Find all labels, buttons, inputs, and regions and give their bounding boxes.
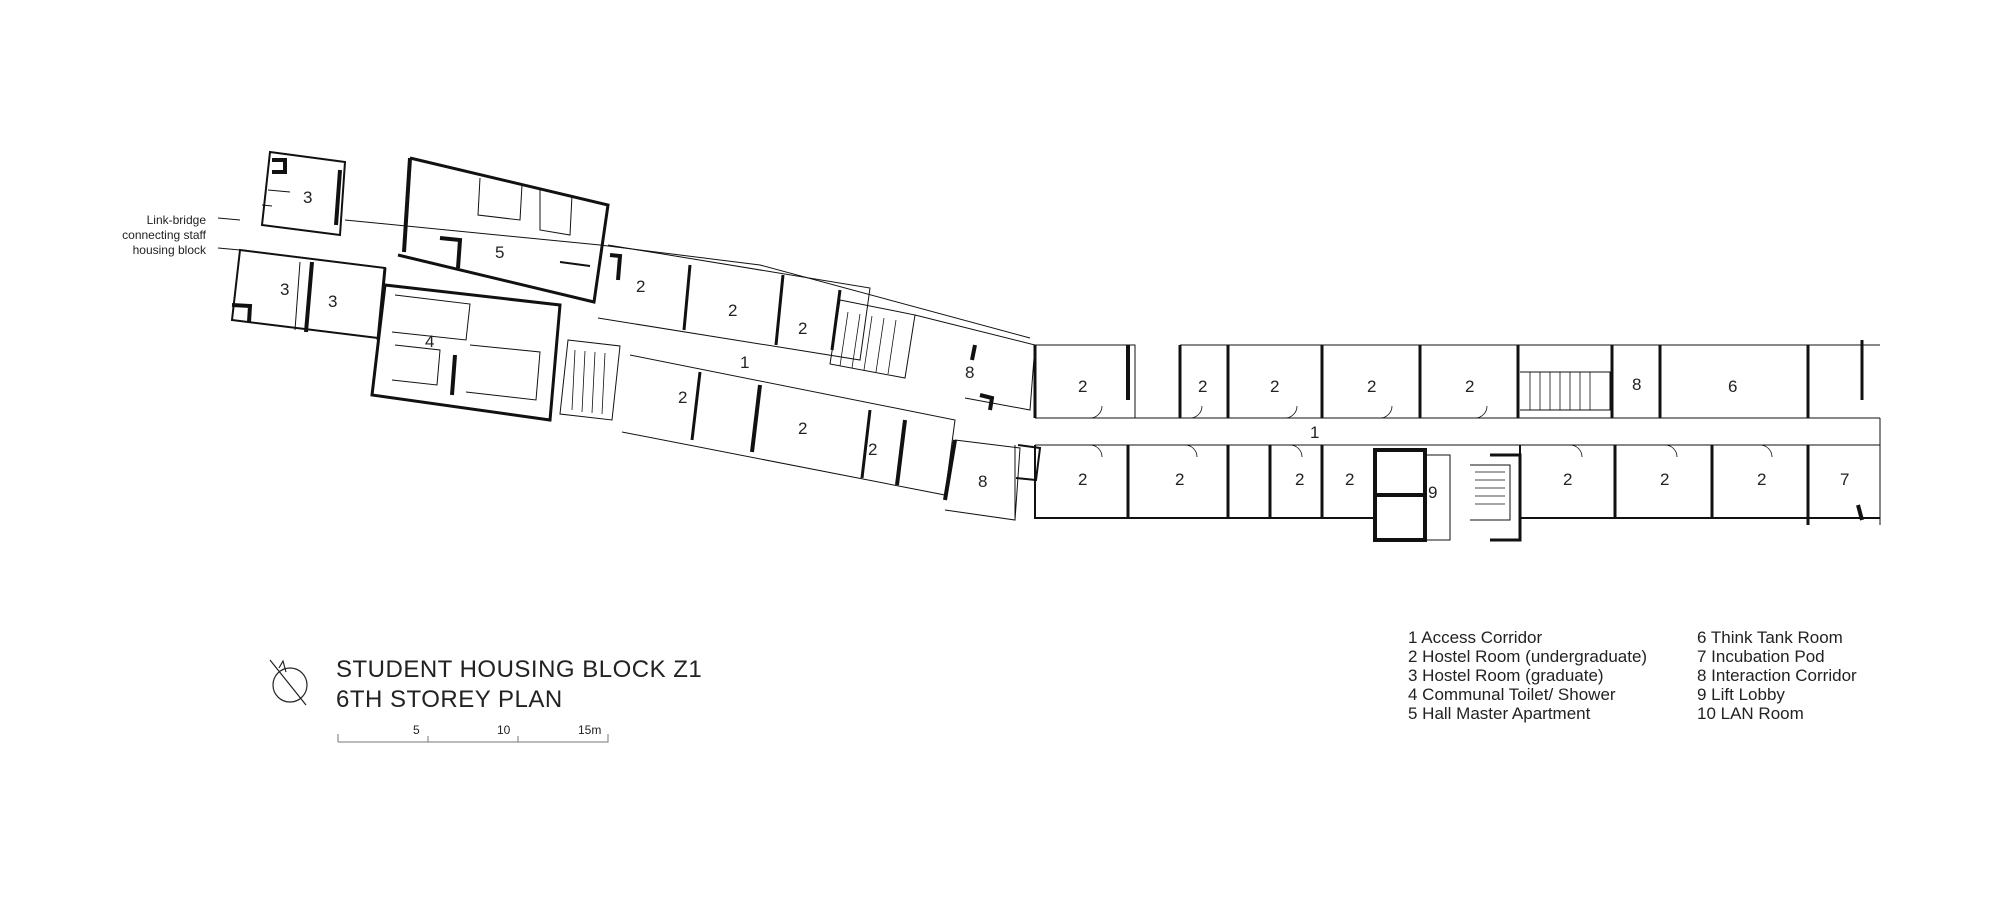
tag-2-m4: 2 [678, 388, 687, 407]
tag-2-s4: 2 [1345, 470, 1354, 489]
tag-1-m: 1 [740, 353, 749, 372]
legend-item-5: 5 Hall Master Apartment [1408, 704, 1591, 723]
legend-item-8: 8 Interaction Corridor [1697, 666, 1857, 685]
tag-4: 4 [425, 332, 434, 351]
tag-2-e4: 2 [1367, 377, 1376, 396]
tag-2-e3: 2 [1270, 377, 1279, 396]
tag-2-m3: 2 [798, 319, 807, 338]
tag-3-c: 3 [328, 292, 337, 311]
legend-item-10: 10 LAN Room [1697, 704, 1804, 723]
tag-8-c: 8 [1632, 375, 1641, 394]
tag-2-e2: 2 [1198, 377, 1207, 396]
tag-2-s3: 2 [1295, 470, 1304, 489]
legend-item-3: 3 Hostel Room (graduate) [1408, 666, 1604, 685]
scale-label-10: 10 [497, 723, 511, 737]
scale-label-15m: 15m [578, 723, 602, 737]
tag-2-m2: 2 [728, 301, 737, 320]
tag-2-s7: 2 [1757, 470, 1766, 489]
link-note-line-1: Link-bridge [146, 213, 206, 227]
legend-item-1: 1 Access Corridor [1408, 628, 1543, 647]
legend-item-7: 7 Incubation Pod [1697, 647, 1825, 666]
legend-item-4: 4 Communal Toilet/ Shower [1408, 685, 1616, 704]
tag-8-a: 8 [965, 363, 974, 382]
tag-2-m1: 2 [636, 277, 645, 296]
tag-2-s2: 2 [1175, 470, 1184, 489]
tag-3-b: 3 [280, 280, 289, 299]
communal-toilet-block [370, 283, 621, 422]
link-note-line-3: housing block [132, 243, 206, 257]
legend-item-6: 6 Think Tank Room [1697, 628, 1843, 647]
tag-2-s5: 2 [1563, 470, 1572, 489]
tag-3-a: 3 [303, 188, 312, 207]
legend-item-2: 2 Hostel Room (undergraduate) [1408, 647, 1648, 666]
east-wing [1014, 340, 1881, 542]
west-block [217, 150, 1031, 341]
door-swings [1089, 405, 1773, 458]
tag-2-m5: 2 [798, 419, 807, 438]
scale-bar [337, 734, 609, 743]
plan-subtitle: 6TH STOREY PLAN [336, 686, 563, 713]
north-arrow-icon [269, 659, 308, 706]
link-bridge-note: Link-bridge connecting staff housing blo… [86, 213, 206, 258]
tag-5: 5 [495, 243, 504, 262]
hall-master-apartment [397, 156, 610, 304]
tag-1-e: 1 [1310, 423, 1319, 442]
plan-title: STUDENT HOUSING BLOCK Z1 [336, 656, 703, 683]
tag-7: 7 [1840, 470, 1849, 489]
link-note-line-2: connecting staff [122, 228, 206, 242]
tag-9: 9 [1428, 483, 1437, 502]
legend-item-9: 9 Lift Lobby [1697, 685, 1785, 704]
tag-2-e1: 2 [1078, 377, 1087, 396]
tag-6: 6 [1728, 377, 1737, 396]
room-tags: 3 3 3 5 4 2 2 2 1 8 2 2 2 8 2 2 2 2 2 8 … [280, 188, 1849, 502]
tag-2-m6: 2 [868, 440, 877, 459]
tag-2-e5: 2 [1465, 377, 1474, 396]
middle-wing [597, 244, 1042, 521]
scale-label-5: 5 [413, 723, 420, 737]
tag-2-s6: 2 [1660, 470, 1669, 489]
tag-8-b: 8 [978, 472, 987, 491]
tag-2-s1: 2 [1078, 470, 1087, 489]
